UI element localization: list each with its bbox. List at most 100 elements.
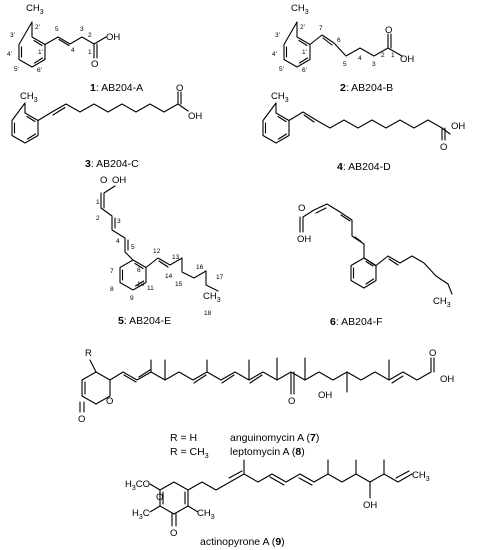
- structure-compound-3: CH3 O OH 3: AB204-C: [11, 83, 202, 170]
- locant: 17: [216, 274, 224, 281]
- oxygen-label: O: [100, 175, 107, 186]
- cis-double-bond: [322, 37, 333, 46]
- aromatic-bonds: [20, 39, 44, 64]
- anguinomycin-label: anguinomycin A (7): [230, 432, 319, 444]
- conjugated-double-bonds: [315, 207, 362, 243]
- methyl-label-right: CH3: [197, 508, 215, 521]
- alkyl-chain: [145, 257, 219, 292]
- locant: 10: [137, 281, 145, 288]
- structure-actinopyrone: H3CO H3C CH3 O O OH CH3 actinopyrone A (…: [125, 459, 430, 548]
- cis-double-bond: [158, 260, 169, 268]
- carbonyl-bond: [93, 43, 98, 59]
- r-bond: [89, 359, 97, 373]
- structure-compound-6: O OH CH3 6: AB204-F: [297, 203, 453, 328]
- locant: 4: [71, 47, 75, 54]
- carbonyl-bond: [100, 192, 105, 209]
- locant: 2: [88, 32, 92, 39]
- hydroxyl-label: OH: [297, 234, 311, 245]
- compound-label: 3: AB204-C: [85, 158, 139, 170]
- hydroxyl-label: OH: [363, 500, 377, 511]
- benzene-ring: [283, 21, 311, 68]
- locant: 2: [381, 52, 385, 59]
- locant: 6': [302, 67, 307, 74]
- aromatic-bonds: [285, 39, 309, 64]
- chain-double-bonds: [228, 470, 410, 486]
- oxygen-label: O: [176, 83, 183, 94]
- hydroxyl-label: OH: [451, 121, 465, 132]
- locant: 4: [358, 55, 362, 62]
- locant: 15: [175, 281, 183, 288]
- aromatic-bonds: [264, 115, 288, 140]
- locant: 16: [196, 264, 204, 271]
- oxygen-label: O: [440, 142, 447, 153]
- methyl-label: CH3: [291, 3, 309, 16]
- methyl-label: CH3: [433, 296, 451, 309]
- locant: 7: [319, 25, 323, 32]
- locant: 18: [204, 310, 212, 317]
- locant: 3: [117, 218, 121, 225]
- hydroxyl-label: OH: [400, 54, 414, 65]
- locant: 1: [88, 49, 92, 56]
- chain-substituents: [243, 459, 385, 499]
- aromatic-bonds: [352, 260, 375, 285]
- leptomycin-label: leptomycin A (8): [230, 446, 305, 458]
- locant: 6: [137, 267, 141, 274]
- hydroxyl-label: OH: [318, 390, 332, 401]
- chain-substituents: [150, 357, 435, 393]
- locant: 5: [343, 61, 347, 68]
- chain-double-bonds: [123, 369, 404, 384]
- r-label: R: [85, 348, 92, 359]
- side-chain: [288, 111, 451, 135]
- acid-oxygen-label: O: [429, 348, 436, 359]
- locant: 4: [116, 238, 120, 245]
- cis-double-bond: [303, 114, 315, 123]
- locant: 12: [153, 248, 161, 255]
- locant: 7: [110, 268, 114, 275]
- lactone-carbonyl: [79, 401, 85, 413]
- carbonyl-bond: [299, 216, 304, 233]
- locant: 3: [372, 61, 376, 68]
- structure-compound-1: CH3 O OH 3' 2' 4' 1' 5' 6' 5 4 3 2 1 1: …: [7, 3, 143, 94]
- carbonyl-oxygen-label: O: [170, 528, 177, 539]
- locant: 9: [130, 295, 134, 302]
- alkyl-chain: [375, 255, 453, 295]
- side-chain: [187, 473, 413, 491]
- locant: 1': [302, 49, 307, 56]
- side-chain: [309, 34, 403, 57]
- locant: 1: [391, 52, 395, 59]
- benzene-ring: [18, 21, 46, 68]
- locant: 1': [38, 49, 43, 56]
- compound-label: 4: AB204-D: [337, 161, 391, 173]
- terminal-methyl-label: CH3: [412, 470, 430, 483]
- r-h-label: R = H: [170, 432, 197, 444]
- diene-double-bonds: [114, 217, 129, 251]
- diene-chain: [100, 207, 134, 261]
- methyl-label: CH3: [203, 291, 221, 304]
- side-chain: [44, 36, 107, 46]
- locant: 6: [337, 37, 341, 44]
- locant: 2': [35, 24, 40, 31]
- locant: 11: [147, 285, 154, 292]
- structure-leptomycin: R O O O OH O OH R = H anguinomycin A (7)…: [78, 348, 454, 460]
- structure-compound-2: CH3 O OH 3' 2' 4' 1' 5' 6' 7 6 5 4 3 2 1…: [272, 3, 414, 94]
- cis-double-bond: [52, 106, 66, 116]
- r-ch3-label: R = CH3: [170, 446, 209, 460]
- compound-label: 2: AB204-B: [340, 82, 393, 94]
- locant: 5: [131, 244, 135, 251]
- cis-double-bond-chain: [302, 209, 315, 218]
- ring-double-bonds: [162, 491, 186, 505]
- locant: 3': [275, 32, 280, 39]
- locant: 5: [55, 26, 59, 33]
- locant: 1: [96, 199, 100, 206]
- benzene-ring: [350, 257, 377, 289]
- lactone-oxygen-label: O: [78, 414, 85, 425]
- ketone-carbonyl: [290, 371, 295, 395]
- polyene-chain: [109, 371, 432, 381]
- methoxy-label: H3CO: [125, 479, 150, 492]
- methyl-label: CH3: [20, 91, 38, 104]
- compound-label: 5: AB204-E: [118, 315, 171, 327]
- compound-label: 1: AB204-A: [90, 82, 143, 94]
- benzene-ring: [262, 102, 290, 144]
- acid-hydroxyl-label: OH: [440, 374, 454, 385]
